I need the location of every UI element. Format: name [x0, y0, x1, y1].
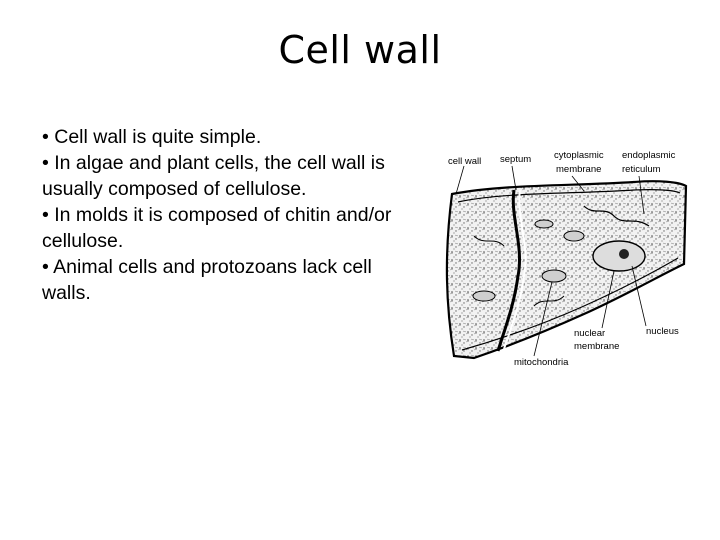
label-endoplasmic: endoplasmic [622, 150, 676, 161]
label-septum: septum [500, 154, 531, 165]
label-reticulum: reticulum [622, 164, 661, 175]
bullet-item: • In molds it is composed of chitin and/… [42, 204, 392, 252]
slide-title: Cell wall [278, 28, 442, 72]
hypha-body [445, 180, 688, 360]
bullet-item: • Cell wall is quite simple. [42, 126, 262, 148]
septum-shape [496, 189, 522, 352]
label-cytoplasmic: cytoplasmic [554, 150, 604, 161]
label-mitochondria: mitochondria [514, 357, 569, 368]
bullet-item: • Animal cells and protozoans lack cell … [42, 256, 372, 304]
cell-wall-diagram: cell wall septum cytoplasmic membrane en… [445, 150, 688, 368]
label-nuclear-membrane: membrane [574, 341, 619, 352]
label-cell-wall: cell wall [448, 156, 481, 167]
label-cytoplasmic-membrane: membrane [556, 164, 601, 175]
mitochondria-shape [541, 269, 567, 283]
nucleus-shape [592, 240, 646, 272]
label-nuclear: nuclear [574, 328, 605, 339]
bullet-list: • Cell wall is quite simple. • In algae … [42, 124, 420, 306]
label-nucleus: nucleus [646, 326, 679, 337]
bullet-item: • In algae and plant cells, the cell wal… [42, 152, 385, 200]
